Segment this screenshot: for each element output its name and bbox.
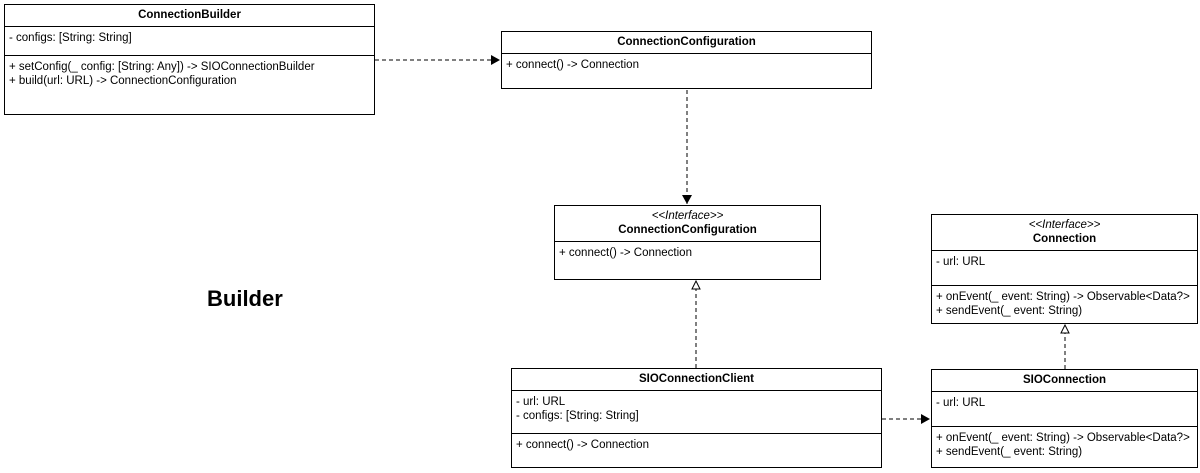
attributes-section: - url: URL <box>932 250 1197 285</box>
method: + onEvent(_ event: String) -> Observable… <box>936 291 1190 303</box>
method: + connect() -> Connection <box>559 247 692 259</box>
attribute: - configs: [String: String] <box>516 410 639 422</box>
class-header: ConnectionBuilder <box>5 5 374 26</box>
class-sio-connection-client[interactable]: SIOConnectionClient - url: URL - configs… <box>511 368 882 468</box>
method: + connect() -> Connection <box>506 59 639 71</box>
class-connection-configuration[interactable]: ConnectionConfiguration + connect() -> C… <box>501 31 872 89</box>
methods-section: + connect() -> Connection <box>502 53 871 96</box>
class-header: <<Interface>> Connection <box>932 215 1197 250</box>
class-header: ConnectionConfiguration <box>502 32 871 53</box>
class-name: ConnectionConfiguration <box>618 224 757 236</box>
class-header: <<Interface>> ConnectionConfiguration <box>555 206 820 241</box>
class-name: ConnectionConfiguration <box>617 36 756 48</box>
methods-section: + connect() -> Connection <box>512 433 881 456</box>
methods-section: + connect() -> Connection <box>555 241 820 286</box>
stereotype: <<Interface>> <box>651 210 724 222</box>
method: + sendEvent(_ event: String) <box>936 305 1083 317</box>
class-name: Connection <box>1032 233 1097 245</box>
method: + connect() -> Connection <box>516 439 649 451</box>
class-name: SIOConnectionClient <box>639 373 754 385</box>
method: + sendEvent(_ event: String) <box>936 446 1083 458</box>
attributes-section: - url: URL - configs: [String: String] <box>512 390 881 433</box>
attributes-section: - url: URL <box>932 391 1197 426</box>
attribute: - url: URL <box>936 256 986 268</box>
class-header: SIOConnection <box>932 370 1197 391</box>
interface-connection[interactable]: <<Interface>> Connection - url: URL + on… <box>931 214 1198 324</box>
interface-connection-configuration[interactable]: <<Interface>> ConnectionConfiguration + … <box>554 205 821 280</box>
attributes-section: - configs: [String: String] <box>5 26 374 55</box>
method: + onEvent(_ event: String) -> Observable… <box>936 432 1190 444</box>
methods-section: + setConfig(_ config: [String: Any]) -> … <box>5 55 374 92</box>
attribute: - url: URL <box>936 397 986 409</box>
class-header: SIOConnectionClient <box>512 369 881 390</box>
attribute: - configs: [String: String] <box>9 32 132 44</box>
class-name: SIOConnection <box>1022 374 1107 386</box>
class-connection-builder[interactable]: ConnectionBuilder - configs: [String: St… <box>4 4 375 115</box>
class-sio-connection[interactable]: SIOConnection - url: URL + onEvent(_ eve… <box>931 369 1198 468</box>
methods-section: + onEvent(_ event: String) -> Observable… <box>932 426 1197 463</box>
attribute: - url: URL <box>516 396 566 408</box>
methods-section: + onEvent(_ event: String) -> Observable… <box>932 285 1197 322</box>
pattern-title: Builder <box>207 286 283 311</box>
method: + build(url: URL) -> ConnectionConfigura… <box>9 75 237 87</box>
method: + setConfig(_ config: [String: Any]) -> … <box>9 61 315 73</box>
class-name: ConnectionBuilder <box>138 9 241 21</box>
stereotype: <<Interface>> <box>1028 219 1101 231</box>
